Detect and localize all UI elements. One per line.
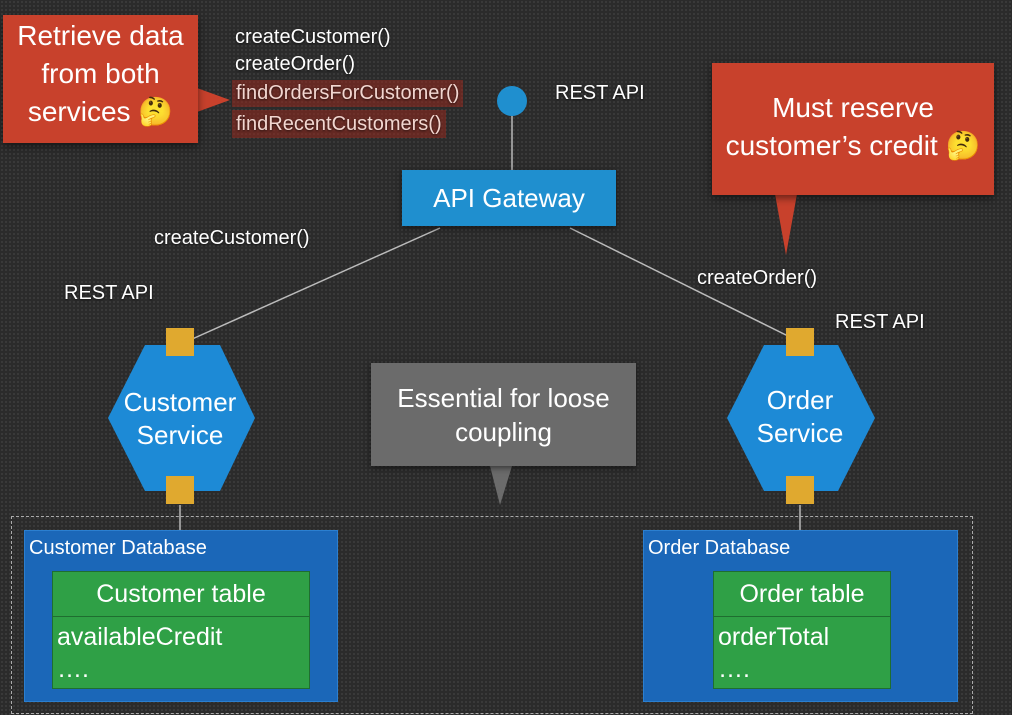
gateway-rest-api-label: REST API xyxy=(555,82,645,104)
left-callout-line-1: Retrieve data xyxy=(17,20,184,51)
right-callout: Must reserve customer’s credit 🤔 xyxy=(712,63,994,195)
center-callout: Essential for loose coupling xyxy=(371,363,636,466)
create-order-call-label: createOrder() xyxy=(697,267,818,289)
customer-table-column: …. xyxy=(57,655,89,683)
gateway-to-order-line xyxy=(569,227,791,338)
center-callout-pointer xyxy=(490,466,512,505)
gateway-to-customer-line xyxy=(189,227,441,341)
services-boundary xyxy=(11,516,973,714)
customer-table-header: Customer table xyxy=(53,572,309,617)
order-table-header: Order table xyxy=(714,572,890,617)
customer-database-title: Customer Database xyxy=(29,537,207,559)
customer-table-column: availableCredit xyxy=(57,623,223,651)
operation-create-order: createOrder() xyxy=(235,53,356,75)
left-callout-line-2: from both xyxy=(41,58,160,89)
customer-rest-api-label: REST API xyxy=(64,282,154,304)
right-callout-pointer xyxy=(775,194,797,255)
create-customer-call-label: createCustomer() xyxy=(154,227,310,249)
order-service-label: Order Service xyxy=(710,384,890,450)
order-api-port xyxy=(786,328,814,356)
customer-service-hexagon xyxy=(108,345,255,491)
order-table-column: orderTotal xyxy=(718,623,830,651)
customer-database: Customer Database Customer table availab… xyxy=(24,530,338,702)
order-service-name-line-1: Order xyxy=(766,385,834,415)
customer-api-port xyxy=(166,328,194,356)
customer-table: Customer table availableCredit …. xyxy=(52,571,310,689)
order-rest-api-label: REST API xyxy=(835,311,925,333)
customer-service-label: Customer Service xyxy=(90,386,270,452)
order-service-hexagon xyxy=(727,345,875,491)
customer-service-name-line-2: Service xyxy=(136,420,224,450)
order-service-name-line-2: Service xyxy=(756,418,844,448)
customer-service-name-line-1: Customer xyxy=(123,387,237,417)
operation-find-recent-customers: findRecentCustomers() xyxy=(232,110,446,138)
order-table-column: …. xyxy=(718,655,750,683)
order-database-title: Order Database xyxy=(648,537,791,559)
operation-create-customer: createCustomer() xyxy=(235,26,391,48)
order-db-port xyxy=(786,476,814,504)
operation-find-orders-for-customer: findOrdersForCustomer() xyxy=(232,80,464,107)
order-database: Order Database Order table orderTotal …. xyxy=(643,530,958,702)
rest-api-endpoint-icon xyxy=(497,86,527,116)
order-table: Order table orderTotal …. xyxy=(713,571,891,689)
right-callout-line-1: Must reserve xyxy=(772,92,934,123)
center-callout-line-1: Essential for loose xyxy=(397,383,610,413)
right-callout-line-2: customer’s credit 🤔 xyxy=(725,130,981,161)
center-callout-line-2: coupling xyxy=(455,417,552,447)
left-callout-line-3: services 🤔 xyxy=(27,96,174,127)
api-gateway-box: API Gateway xyxy=(402,170,616,226)
left-callout-pointer xyxy=(197,88,230,112)
customer-db-port xyxy=(166,476,194,504)
left-callout: Retrieve data from both services 🤔 xyxy=(3,15,198,143)
